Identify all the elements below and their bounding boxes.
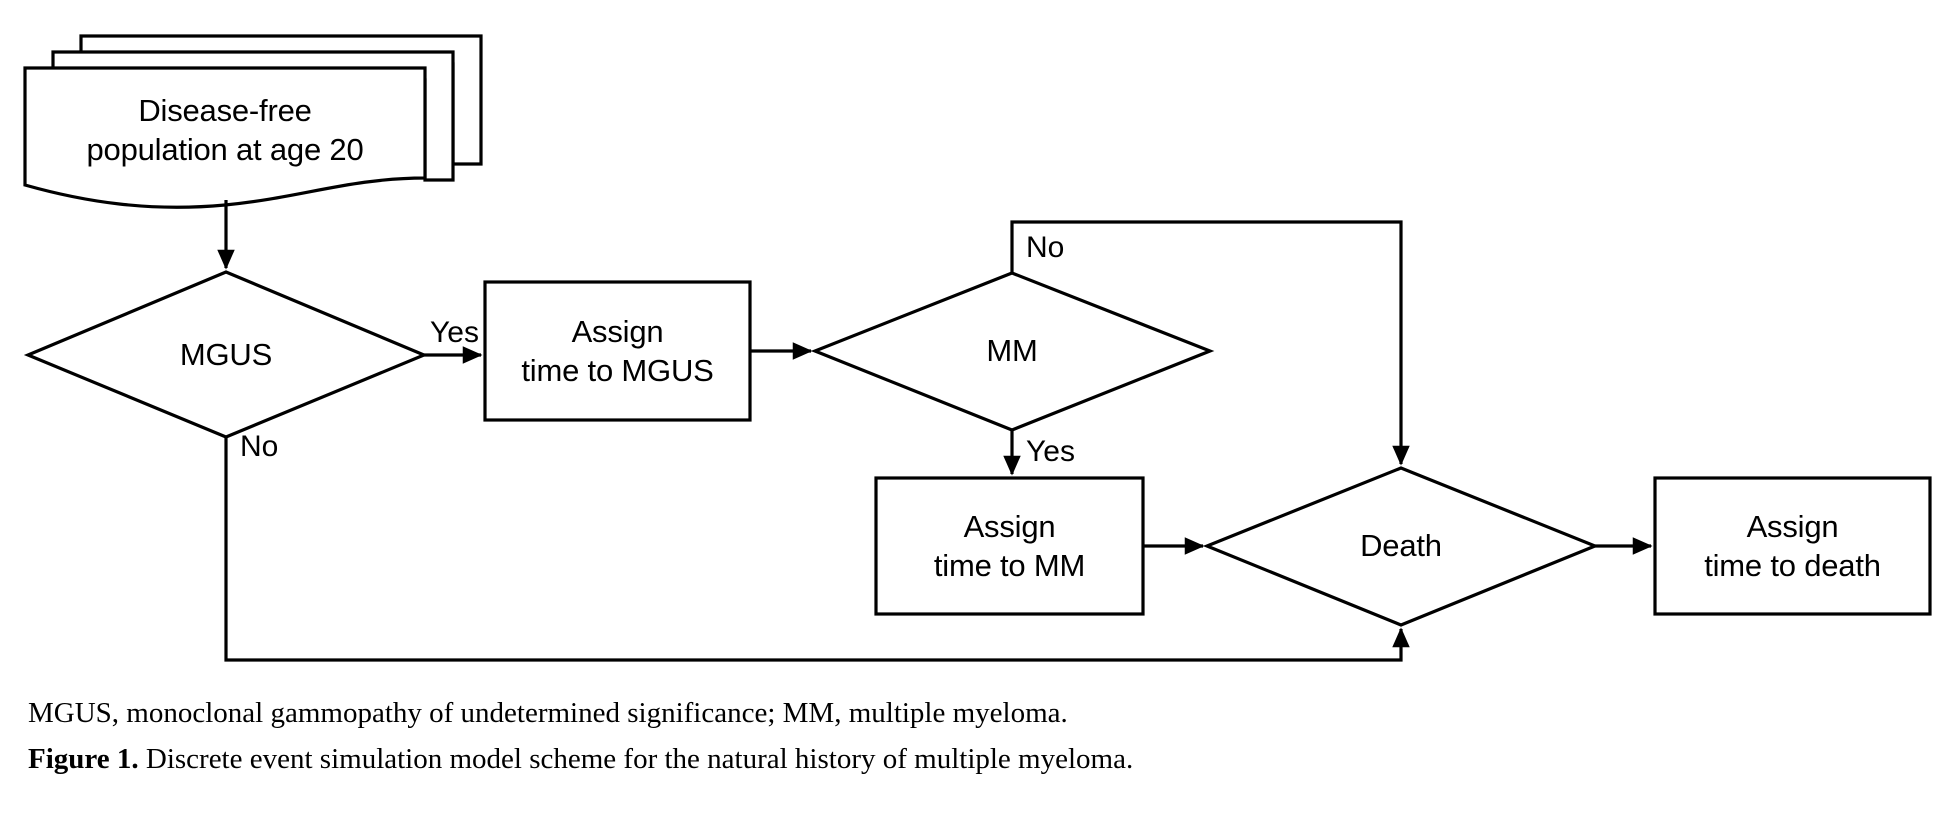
edge-label-mm-yes: Yes [1026,435,1075,468]
flowchart-canvas [23,34,1932,662]
edge-mgus-no-to-death [224,437,1410,662]
assign-mm-box [874,476,1145,616]
caption-figure-number: Figure 1. [28,743,139,775]
edge-label-mm-no: No [1026,231,1065,264]
caption-title-line: Figure 1. Discrete event simulation mode… [28,736,1928,782]
assign-mgus-box [483,280,752,422]
edge-mm-no-to-death [1010,220,1410,466]
start-node-sheet-front [23,66,427,209]
assign-death-box [1653,476,1932,616]
edge-label-mgus-no: No [240,430,279,463]
caption-abbreviations-line: MGUS, monoclonal gammopathy of undetermi… [28,690,1928,736]
mgus-decision-diamond [23,270,429,439]
flowchart-figure: Disease-free population at age 20 MGUS A… [23,34,1932,662]
caption-figure-title: Discrete event simulation model scheme f… [138,743,1134,775]
death-decision-diamond [1202,466,1600,627]
edge-label-mgus-yes: Yes [430,316,479,349]
caption-abbreviations-text: MGUS, monoclonal gammopathy of undetermi… [28,697,1068,729]
figure-caption: MGUS, monoclonal gammopathy of undetermi… [28,690,1928,782]
mm-decision-diamond [810,271,1215,432]
